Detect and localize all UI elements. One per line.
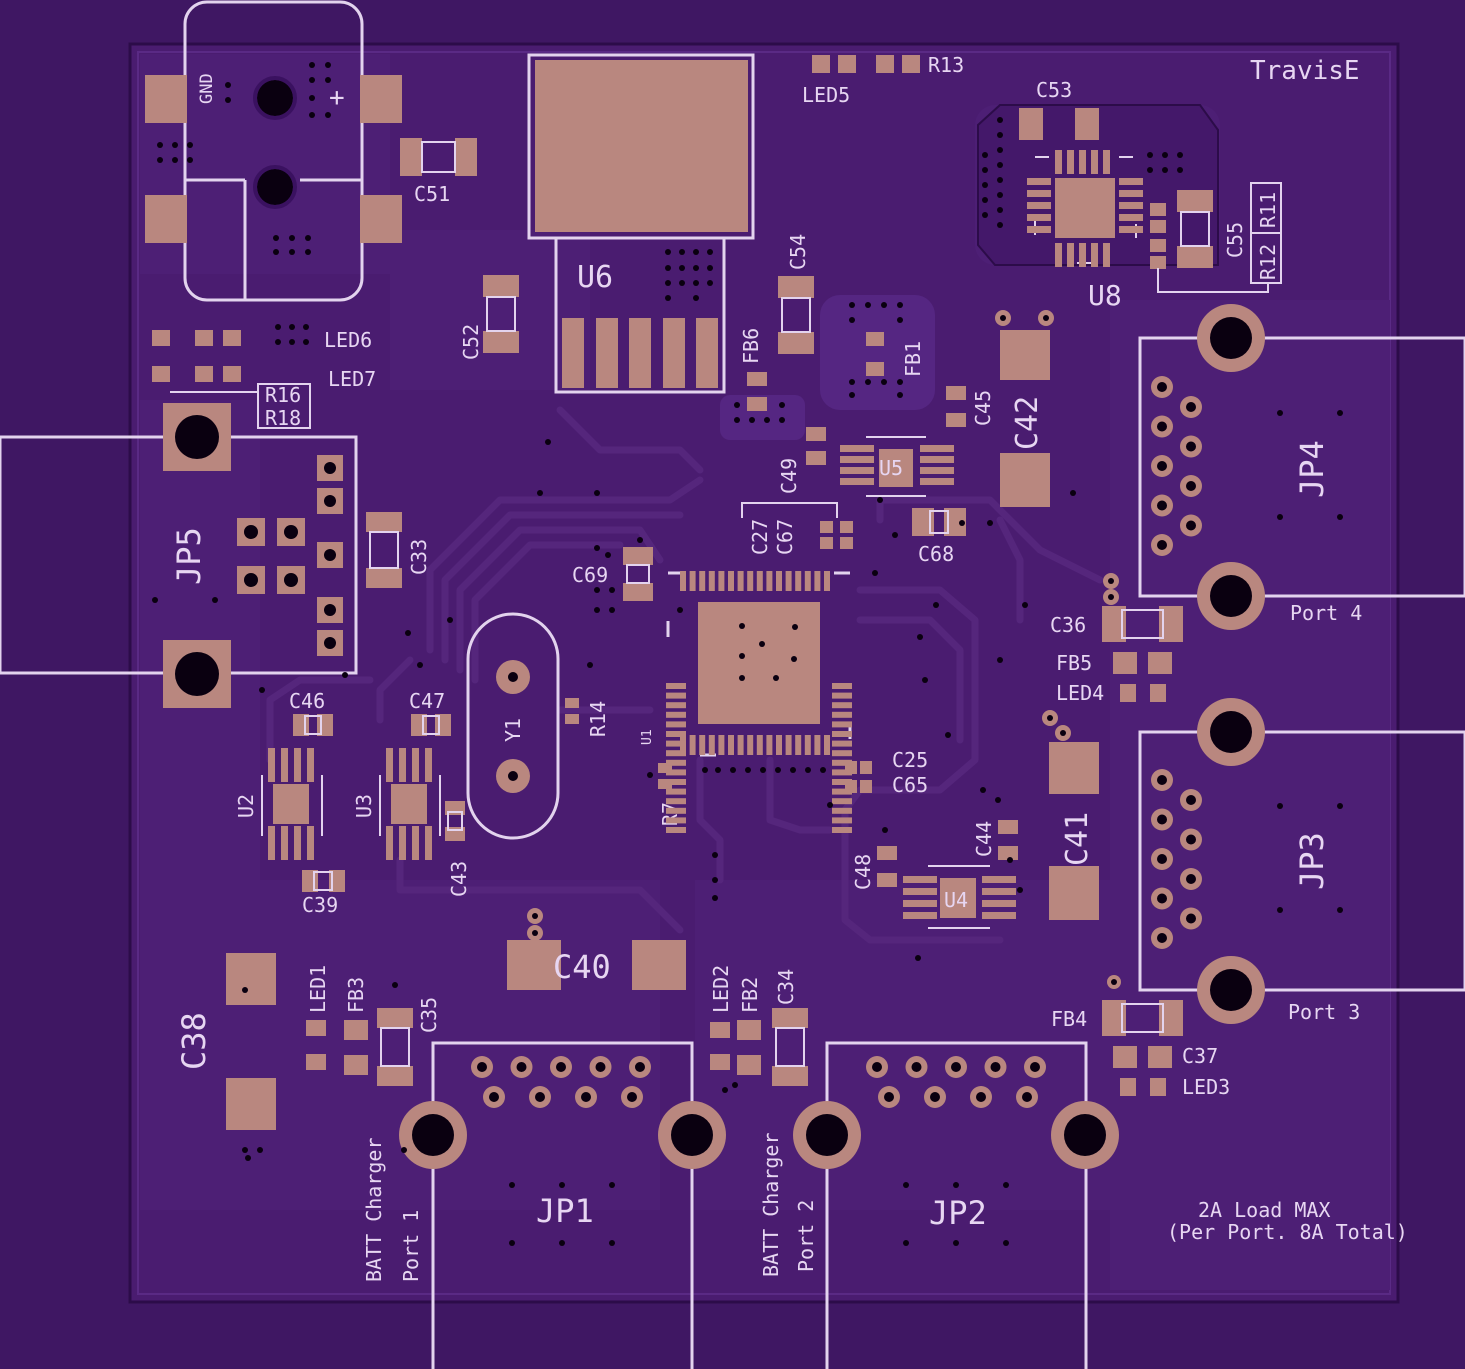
port4-label: Port 4 (1290, 601, 1362, 625)
r18-label: R18 (265, 406, 301, 430)
c67-label: C67 (773, 519, 797, 555)
jp1-connector: JP1 BATT Charger Port 1 (362, 1041, 726, 1369)
port3-label: Port 3 (1288, 1000, 1360, 1024)
c33-label: C33 (407, 539, 431, 575)
c40-label: C40 (553, 948, 611, 986)
jp3-connector: JP3 Port 3 (1138, 698, 1465, 1024)
vias (152, 62, 1343, 1246)
led1-label: LED1 (306, 965, 330, 1013)
led7-label: LED7 (328, 367, 376, 391)
jp2-label: JP2 (929, 1194, 987, 1232)
r13-label: R13 (928, 53, 964, 77)
c46-label: C46 (289, 689, 325, 713)
c35-label: C35 (417, 997, 441, 1033)
load-note-line2: (Per Port. 8A Total) (1167, 1220, 1408, 1244)
c69-label: C69 (572, 563, 608, 587)
u4-ic: U4 (903, 865, 1016, 929)
jp5-connector: JP5 (0, 403, 358, 708)
fb6-label: FB6 (739, 328, 763, 364)
c54-label: C54 (786, 234, 810, 270)
c44-label: C44 (972, 821, 996, 857)
y1-label: Y1 (501, 718, 525, 742)
u4-label: U4 (944, 888, 968, 912)
jp1-batt-charger-label: BATT Charger (362, 1138, 386, 1283)
c42-label: C42 (1010, 396, 1045, 450)
c45-label: C45 (971, 390, 995, 426)
u5-label: U5 (879, 456, 903, 480)
author-label: TravisE (1250, 56, 1360, 86)
c39-label: C39 (302, 893, 338, 917)
c48-label: C48 (851, 854, 875, 890)
c41-label: C41 (1060, 812, 1095, 866)
c27-label: C27 (748, 519, 772, 555)
c38-label: C38 (175, 1012, 213, 1070)
fb4-label: FB4 (1051, 1007, 1087, 1031)
c47-label: C47 (409, 689, 445, 713)
u2-label: U2 (234, 794, 258, 818)
fb3-label: FB3 (344, 977, 368, 1013)
u3-ic: U3 (352, 748, 441, 860)
gnd-label: GND (197, 73, 217, 104)
jp5-label: JP5 (170, 527, 208, 585)
c65-label: C65 (892, 773, 928, 797)
c34-label: C34 (774, 969, 798, 1005)
c37-label: C37 (1182, 1044, 1218, 1068)
c55-label: C55 (1223, 222, 1247, 258)
fb2-label: FB2 (738, 977, 762, 1013)
jp2-connector: JP2 BATT Charger Port 2 (759, 1041, 1119, 1369)
jp3-label: JP3 (1293, 832, 1331, 890)
u8-ic: C53 U8 C55 R11 R12 (977, 78, 1282, 312)
jp4-connector: JP4 Port 4 (1138, 304, 1465, 630)
c49-label: C49 (777, 458, 801, 494)
u2-ic: U2 (234, 748, 323, 860)
port1-label: Port 1 (399, 1210, 423, 1282)
u1-mcu: U1 (640, 571, 852, 833)
c68-label: C68 (918, 542, 954, 566)
r12-label: R12 (1256, 244, 1280, 280)
c36-label: C36 (1050, 613, 1086, 637)
c51-label: C51 (414, 182, 450, 206)
y1-crystal: Y1 (466, 612, 560, 840)
r11-label: R11 (1256, 192, 1280, 228)
u6-regulator: U6 (527, 53, 755, 394)
jp1-label: JP1 (536, 1192, 594, 1230)
u6-label: U6 (577, 260, 613, 295)
load-note-line1: 2A Load MAX (1198, 1198, 1330, 1222)
c52-label: C52 (459, 324, 483, 360)
c25-label: C25 (892, 748, 928, 772)
led2-label: LED2 (709, 965, 733, 1013)
u8-label: U8 (1088, 279, 1122, 312)
r16-label: R16 (265, 383, 301, 407)
u5-ic: U5 (840, 436, 954, 497)
port2-label: Port 2 (794, 1200, 818, 1272)
copper-pours (140, 54, 1390, 1290)
jp2-batt-charger-label: BATT Charger (759, 1133, 783, 1278)
r14-label: R14 (586, 701, 610, 737)
led5-label: LED5 (802, 83, 850, 107)
c53-label: C53 (1036, 78, 1072, 102)
power-connector: GND + (145, 0, 402, 302)
fb1-label: FB1 (901, 341, 925, 377)
led6-led7-group: LED6 LED7 R16 R18 (152, 328, 376, 430)
traces (266, 406, 1104, 944)
led4-label: LED4 (1056, 681, 1104, 705)
u3-label: U3 (352, 794, 376, 818)
jp4-label: JP4 (1293, 440, 1331, 498)
led6-label: LED6 (324, 328, 372, 352)
plus-label: + (329, 83, 345, 113)
led3-label: LED3 (1182, 1075, 1230, 1099)
fb5-label: FB5 (1056, 651, 1092, 675)
u1-label: U1 (640, 729, 655, 745)
c43-label: C43 (447, 861, 471, 897)
